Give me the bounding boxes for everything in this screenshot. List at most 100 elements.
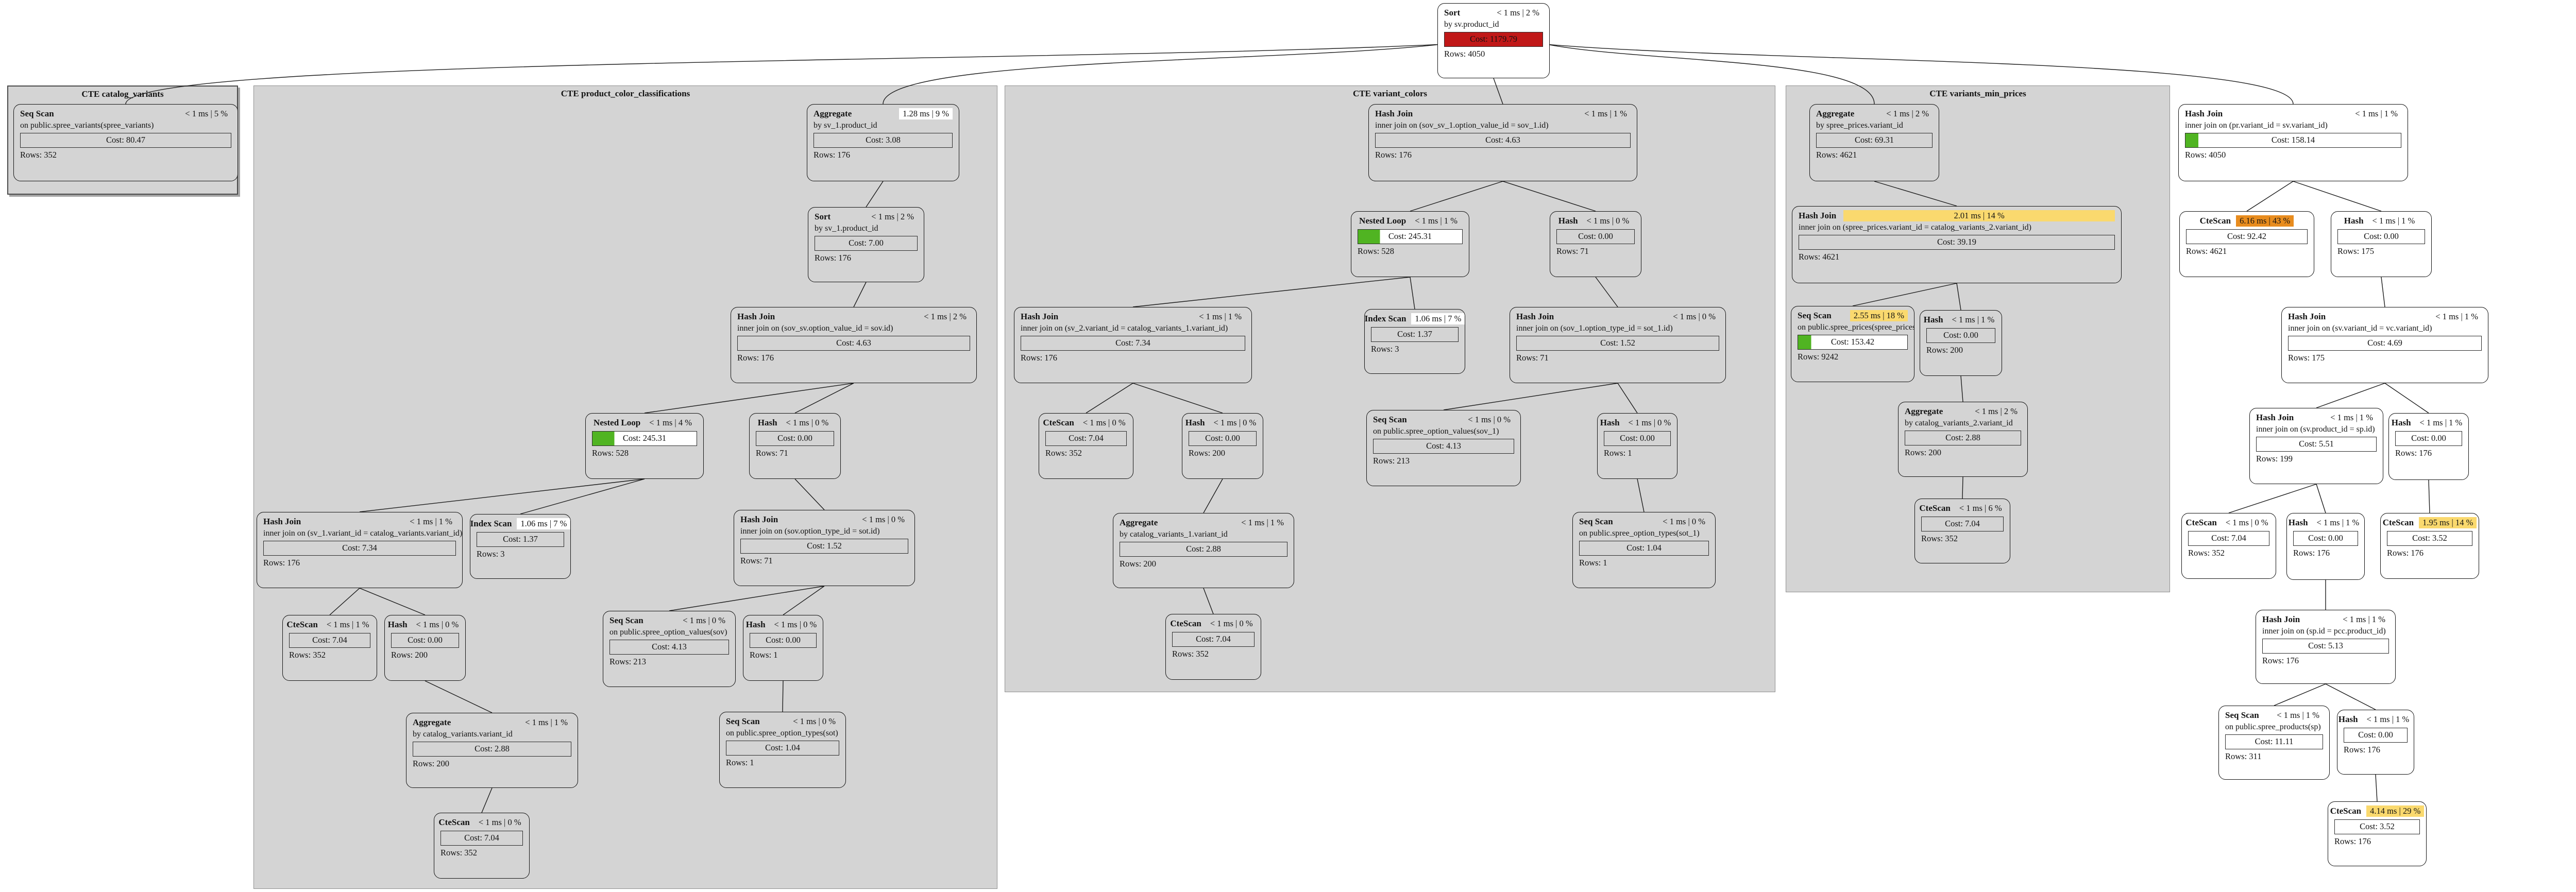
plan-node-pcc-hashjoin3[interactable]: Hash Join< 1 ms | 0 %inner join on (sov.… <box>734 510 915 586</box>
node-header: Hash< 1 ms | 0 % <box>1600 417 1671 428</box>
node-title: Hash Join <box>2262 614 2300 624</box>
node-title: Seq Scan <box>1373 415 1407 424</box>
node-cost-bar: Cost: 4.13 <box>1373 439 1514 454</box>
plan-node-pcc-hashjoin1[interactable]: Hash Join< 1 ms | 2 %inner join on (sov_… <box>731 307 977 383</box>
node-duration-badge: < 1 ms | 1 % <box>2372 216 2415 226</box>
node-detail: inner join on (sp.id = pcc.product_id) <box>2262 627 2386 636</box>
plan-node-rt-hashjoin1[interactable]: Hash Join< 1 ms | 1 %inner join on (pr.v… <box>2178 104 2408 181</box>
node-header: Hash Join< 1 ms | 1 % <box>2185 108 2401 119</box>
node-duration-badge: 4.14 ms | 29 % <box>2366 805 2425 817</box>
plan-edge <box>669 586 825 611</box>
node-header: Hash Join< 1 ms | 1 % <box>263 516 456 527</box>
node-cost-bar: Cost: 2.88 <box>1905 431 2021 445</box>
node-cost-bar: Cost: 0.00 <box>2344 728 2408 743</box>
node-cost-bar: Cost: 4.13 <box>609 640 729 655</box>
node-duration-badge: < 1 ms | 1 % <box>2277 710 2319 720</box>
plan-node-pcc-seqscan-sot[interactable]: Seq Scan< 1 ms | 0 %on public.spree_opti… <box>719 712 846 788</box>
node-detail: on public.spree_prices(spree_prices) <box>1798 323 1914 332</box>
plan-node-rt-hashjoin2[interactable]: Hash Join< 1 ms | 1 %inner join on (sv.v… <box>2281 307 2488 383</box>
plan-node-vc-seqscan-sov1[interactable]: Seq Scan< 1 ms | 0 %on public.spree_opti… <box>1366 410 1521 486</box>
plan-node-rt-hashjoin4[interactable]: Hash Join < 1 ms | 1 % inner join on (sp.i… <box>2256 610 2396 684</box>
node-detail: inner join on (sov_sv_1.option_value_id … <box>1375 121 1549 130</box>
node-title: Hash <box>1558 216 1578 226</box>
plan-node-rt-seqscan-sp[interactable]: Seq Scan< 1 ms | 1 %on public.spree_prod… <box>2218 706 2330 780</box>
node-title: Seq Scan <box>726 716 760 726</box>
plan-edge <box>2246 181 2294 212</box>
plan-node-vc-aggregate[interactable]: Aggregate< 1 ms | 1 %by catalog_variants… <box>1113 513 1294 588</box>
node-header: CteScan< 1 ms | 0 % <box>2185 517 2269 528</box>
node-header: Hash Join< 1 ms | 1 % <box>1375 108 1631 119</box>
node-cost-bar: Cost: 4.63 <box>737 336 970 351</box>
node-title: Hash <box>1600 418 1620 427</box>
plan-node-cv-seqscan[interactable]: Seq Scan< 1 ms | 5 %on public.spree_vari… <box>13 104 238 181</box>
node-title: Seq Scan <box>609 615 643 625</box>
node-rows: Rows: 352 <box>1172 649 1209 659</box>
node-rows: Rows: 200 <box>413 759 450 768</box>
node-cost-bar: Cost: 7.04 <box>289 633 370 648</box>
plan-node-vmp-aggregate[interactable]: Aggregate< 1 ms | 2 %by spree_prices.var… <box>1809 104 1939 181</box>
node-detail: by catalog_variants_1.variant_id <box>1120 530 1228 539</box>
plan-node-pcc-hashjoin2[interactable]: Hash Join< 1 ms | 1 %inner join on (sv_1… <box>257 512 463 588</box>
plan-node-vc-seqscan-sot1[interactable]: Seq Scan< 1 ms | 0 %on public.spree_opti… <box>1572 512 1716 588</box>
node-title: Hash <box>2344 216 2364 226</box>
plan-node-pcc-aggregate2[interactable]: Aggregate< 1 ms | 1 %by catalog_variants… <box>406 713 578 788</box>
plan-node-rt-hashjoin3[interactable]: Hash Join< 1 ms | 1 %inner join on (sv.p… <box>2249 408 2383 484</box>
plan-node-vc-hashjoin2[interactable]: Hash Join< 1 ms | 1 %inner join on (sv_2… <box>1014 307 1252 383</box>
node-duration-badge: < 1 ms | 1 % <box>1415 216 1458 226</box>
node-duration-badge: < 1 ms | 1 % <box>2316 518 2360 527</box>
plan-node-vmp-aggregate2[interactable]: Aggregate< 1 ms | 2 %by catalog_variants… <box>1898 402 2028 477</box>
node-header: Seq Scan< 1 ms | 0 % <box>726 716 839 727</box>
node-rows: Rows: 200 <box>1120 559 1157 569</box>
node-cost-bar: Cost: 7.34 <box>1021 336 1245 351</box>
plan-edge <box>481 787 493 813</box>
node-detail: inner join on (spree_prices.variant_id =… <box>1799 223 2031 232</box>
node-rows: Rows: 352 <box>1921 534 1958 543</box>
plan-node-vc-hashjoin1[interactable]: Hash Join< 1 ms | 1 % inner join on (sov_… <box>1368 104 1637 181</box>
node-title: Seq Scan <box>1579 517 1613 526</box>
node-duration-badge: < 1 ms | 1 % <box>2343 614 2385 624</box>
plan-node-vc-hashjoin3[interactable]: Hash Join< 1 ms | 0 %inner join on (sov_… <box>1510 307 1726 383</box>
node-detail: on public.spree_option_types(sot_1) <box>1579 529 1700 538</box>
plan-node-pcc-seqscan-sov[interactable]: Seq Scan< 1 ms | 0 %on public.spree_opti… <box>603 611 736 687</box>
plan-edge <box>1617 383 1638 414</box>
node-title: Hash Join <box>263 517 301 526</box>
node-header: Aggregate< 1 ms | 2 % <box>1816 108 1933 119</box>
node-rows: Rows: 199 <box>2256 454 2293 464</box>
node-cost-bar: Cost: 3.08 <box>814 133 953 148</box>
plan-edge <box>2316 383 2385 408</box>
plan-edge <box>1203 588 1214 614</box>
node-rows: Rows: 352 <box>20 150 57 160</box>
node-header: Hash Join< 1 ms | 0 % <box>1516 311 1719 322</box>
